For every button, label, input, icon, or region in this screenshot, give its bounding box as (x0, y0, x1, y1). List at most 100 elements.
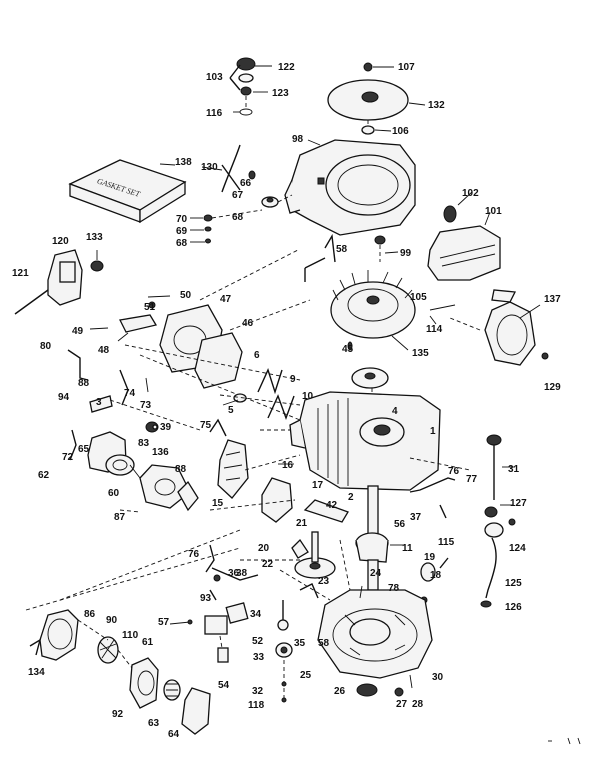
callout-37: 37 (410, 512, 422, 523)
callout-2: 2 (348, 492, 354, 503)
callout-6: 6 (254, 350, 260, 361)
callout-77: 77 (466, 474, 478, 485)
callout-135: 135 (412, 348, 429, 359)
callout-31: 31 (508, 464, 520, 475)
callout-83: 83 (138, 438, 150, 449)
callout-101: 101 (485, 206, 502, 217)
callout-56: 56 (394, 519, 406, 530)
callout-24: 24 (370, 568, 382, 579)
callout-63: 63 (148, 718, 160, 729)
callout-87: 87 (114, 512, 126, 523)
callout-88: 88 (175, 464, 187, 475)
callout-107: 107 (398, 62, 415, 73)
callout-3: 3 (96, 397, 102, 408)
callout-52: 52 (252, 636, 264, 647)
callout-33: 33 (253, 652, 265, 663)
callout-68: 68 (176, 238, 188, 249)
callout-133: 133 (86, 232, 103, 243)
callout-122: 122 (278, 62, 295, 73)
callout-39: 39 (160, 422, 172, 433)
callout-69: 69 (176, 226, 188, 237)
callout-118: 118 (248, 700, 265, 711)
callout-17: 17 (312, 480, 324, 491)
callout-20: 20 (258, 543, 270, 554)
callout-103: 103 (206, 72, 223, 83)
oil-sump (317, 585, 433, 697)
callout-32: 32 (252, 686, 264, 697)
callout-5: 5 (228, 405, 234, 416)
governor-lever (169, 544, 259, 625)
muffler (427, 191, 501, 281)
fan-cover (327, 62, 426, 135)
callout-136: 136 (152, 447, 169, 458)
callout-49: 49 (72, 326, 84, 337)
callout-58: 58 (318, 638, 330, 649)
governor-cam-gear (291, 531, 336, 599)
callout-137: 137 (544, 294, 561, 305)
callout-15: 15 (212, 498, 224, 509)
callout-93: 93 (200, 593, 212, 604)
callout-73: 73 (140, 400, 152, 411)
carburetor (69, 421, 199, 513)
callout-74: 74 (124, 388, 136, 399)
callout-30: 30 (432, 672, 444, 683)
callout-50: 50 (180, 290, 192, 301)
callout-67: 67 (232, 190, 244, 201)
callout-123: 123 (272, 88, 289, 99)
starter-clutch (351, 367, 389, 407)
callout-65: 65 (78, 444, 90, 455)
callout-116: 116 (206, 108, 223, 119)
callout-98: 98 (292, 134, 304, 145)
carburetor-gasket-plates (89, 295, 301, 421)
callout-121: 121 (12, 268, 29, 279)
cap-assembly (229, 57, 272, 116)
piston-rings (152, 368, 295, 430)
callout-120: 120 (52, 236, 69, 247)
callout-61: 61 (142, 637, 154, 648)
reed-plate (209, 418, 249, 499)
callout-106: 106 (392, 126, 409, 137)
crankcase (289, 391, 471, 491)
callout-126: 126 (505, 602, 522, 613)
callout-9: 9 (290, 374, 296, 385)
callout-21: 21 (296, 518, 308, 529)
blower-housing (201, 139, 416, 236)
callout-68: 68 (232, 212, 244, 223)
callout-47: 47 (220, 294, 232, 305)
callout-62: 62 (38, 470, 50, 481)
callout-4: 4 (392, 406, 398, 417)
dipstick-tube (480, 434, 516, 608)
callout-25: 25 (300, 670, 312, 681)
callout-42: 42 (326, 500, 338, 511)
callout-134: 134 (28, 667, 45, 678)
callout-38: 38 (236, 568, 248, 579)
callout-138: 138 (175, 157, 192, 168)
callout-102: 102 (462, 188, 479, 199)
callout-66: 66 (240, 178, 252, 189)
callout-11: 11 (402, 543, 413, 554)
callout-70: 70 (176, 214, 188, 225)
assembly-guide-lines (25, 249, 351, 611)
throttle-linkage (67, 349, 201, 431)
callout-92: 92 (112, 709, 124, 720)
callout-28: 28 (412, 699, 424, 710)
callout-90: 90 (106, 615, 118, 626)
callout-60: 60 (108, 488, 120, 499)
callout-48: 48 (98, 345, 110, 356)
callout-18: 18 (430, 570, 442, 581)
callout-125: 125 (505, 578, 522, 589)
ignition-coil (14, 249, 104, 315)
callout-19: 19 (424, 552, 436, 563)
callout-86: 86 (84, 609, 96, 620)
callout-78: 78 (388, 583, 400, 594)
exhaust-parts (29, 609, 211, 735)
callout-34: 34 (250, 609, 262, 620)
callout-115: 115 (438, 537, 455, 548)
gasket-set-box: GASKET SET (68, 159, 187, 224)
flywheel (304, 233, 416, 351)
ignition-parts (204, 600, 293, 703)
breather-parts (409, 477, 456, 604)
callout-75: 75 (200, 420, 212, 431)
callout-58: 58 (336, 244, 348, 255)
callout-72: 72 (62, 452, 74, 463)
